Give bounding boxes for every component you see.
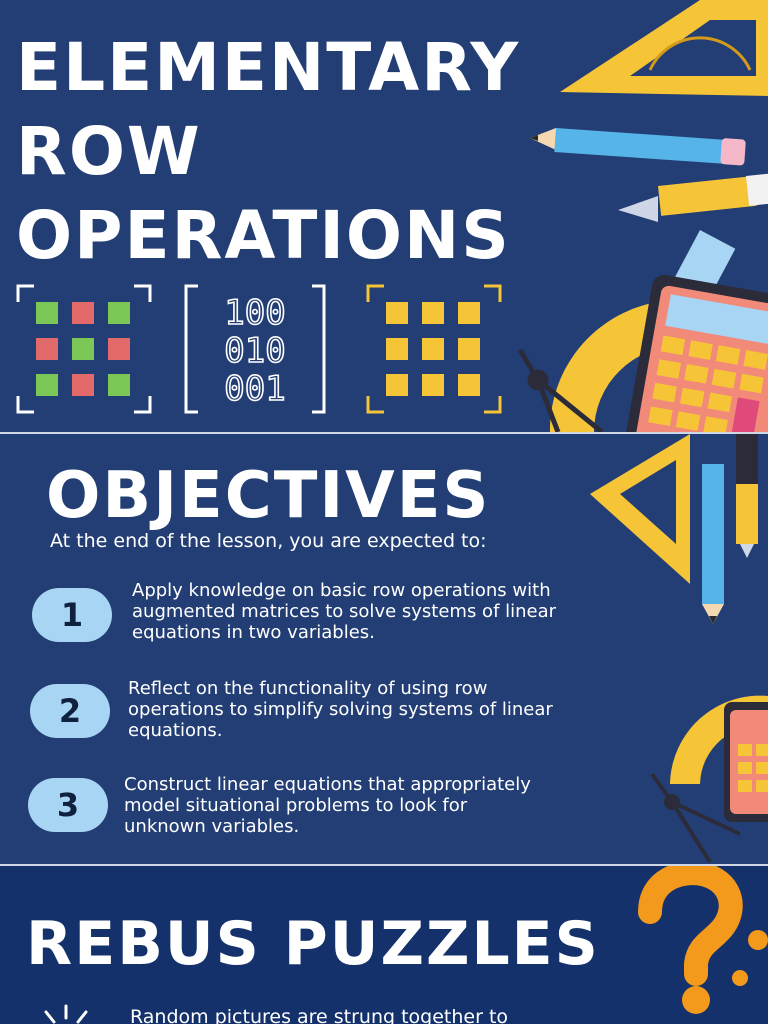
- rebus-description: Random pictures are strung together to: [130, 1006, 509, 1024]
- pencil-icon: [702, 464, 724, 624]
- rebus-title: REBUS PUZZLES: [26, 909, 600, 979]
- math-tools-illustration: [517, 0, 768, 432]
- triangle-ruler-icon: [560, 0, 768, 96]
- matrix-row-1: 100: [224, 293, 285, 333]
- objective-number-badge: 1: [32, 588, 112, 642]
- yellow-grid-icon: [366, 284, 502, 414]
- question-mark-icon: [638, 866, 768, 1014]
- objectives-section: OBJECTIVES At the end of the lesson, you…: [0, 434, 768, 864]
- sparkle-icon: [44, 1004, 88, 1024]
- objective-text: Apply knowledge on basic row operations …: [132, 580, 557, 643]
- matrix-row-3: 001: [224, 369, 285, 409]
- matrix-row-2: 010: [224, 331, 285, 371]
- section-divider: [0, 432, 768, 434]
- compass-icon: [650, 772, 741, 864]
- section-divider: [0, 864, 768, 866]
- objective-text: Reflect on the functionality of using ro…: [128, 678, 553, 741]
- identity-matrix-icon: 100 010 001: [184, 284, 326, 414]
- color-grid-icon: [16, 284, 152, 414]
- title-line-1: ELEMENTARY: [16, 29, 521, 106]
- rebus-section: REBUS PUZZLES Random pictures are strung…: [0, 866, 768, 1024]
- objective-number-badge: 2: [30, 684, 110, 738]
- calculator-icon: [724, 702, 768, 822]
- calculator-icon: [624, 274, 768, 432]
- objectives-title: OBJECTIVES: [46, 459, 491, 533]
- compass-icon: [517, 348, 604, 432]
- objectives-intro: At the end of the lesson, you are expect…: [50, 530, 487, 552]
- pen-icon: [736, 434, 758, 558]
- title-line-3: OPERATIONS: [16, 197, 511, 274]
- objective-text: Construct linear equations that appropri…: [124, 774, 531, 837]
- main-title: ELEMENTARY ROW OPERATIONS: [16, 26, 536, 278]
- math-tools-illustration-2: [590, 434, 768, 864]
- triangle-ruler-icon: [590, 434, 690, 584]
- title-line-2: ROW: [16, 113, 202, 190]
- pen-icon: [618, 173, 768, 222]
- pencil-icon: [530, 128, 746, 166]
- title-section: ELEMENTARY ROW OPERATIONS: [0, 0, 768, 432]
- objective-number-badge: 3: [28, 778, 108, 832]
